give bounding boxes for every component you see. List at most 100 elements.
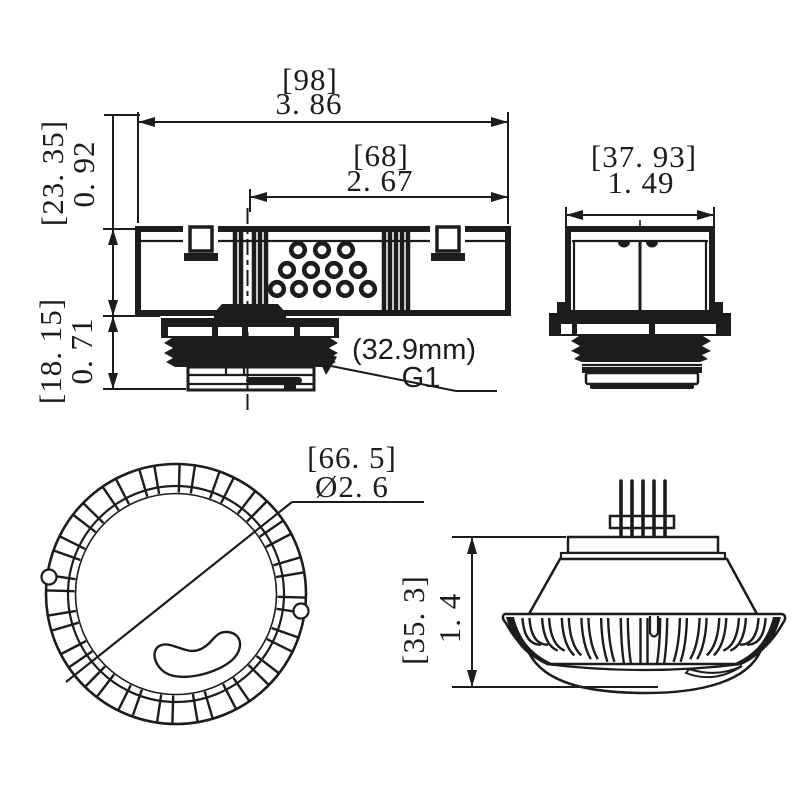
dim-diameter-in-label: Ø2. 6	[315, 469, 389, 504]
side-pin-dot	[646, 242, 658, 248]
diameter-line	[65, 501, 293, 683]
skirt-ribs	[521, 617, 767, 664]
bottom-view: [66. 5] Ø2. 6	[40, 440, 424, 726]
dim-front-width-mm-label: [98]	[282, 62, 338, 97]
clip-tab	[435, 225, 461, 253]
fin-line	[155, 694, 163, 723]
housing-body	[526, 557, 760, 616]
fin-line	[96, 673, 116, 698]
side-collar	[584, 371, 700, 386]
bottom-outer-ring	[44, 462, 308, 726]
rib-line	[672, 617, 682, 663]
fin-line	[273, 556, 301, 567]
collar-latch-step	[284, 378, 296, 389]
fin-line	[153, 466, 161, 495]
fin-line	[138, 469, 149, 497]
fin-line	[189, 465, 197, 494]
fin-line	[265, 532, 292, 549]
fin-line	[82, 502, 105, 524]
fin-line	[60, 639, 87, 656]
front-view: [98] 3. 86 [68] 2. 67 [23. 35] 0. 92 [18…	[33, 62, 511, 410]
dim-side-width-in-label: 1. 49	[608, 165, 675, 200]
flange-slot	[218, 327, 242, 336]
fin-line	[84, 665, 106, 688]
skirt-bottom-edge	[545, 662, 743, 672]
fin-line	[220, 477, 235, 504]
fin-line	[101, 486, 120, 511]
front-thread	[164, 338, 338, 367]
rib-line	[560, 617, 576, 657]
fin-line	[275, 571, 304, 579]
dim-arrow-left-icon	[138, 117, 155, 127]
rib-line	[580, 617, 592, 660]
fin-line	[203, 691, 214, 719]
bottom-inner-ring-2	[74, 492, 278, 696]
fin-line	[271, 626, 299, 639]
thread-type-note-label: G1	[402, 362, 441, 394]
skirt-center-slot	[648, 616, 660, 638]
clip-bar	[184, 253, 218, 261]
mounting-hole	[301, 260, 321, 280]
fin-line	[277, 595, 306, 599]
side-view: [37. 93] 1. 49	[549, 139, 731, 389]
front-ribs-right	[381, 232, 411, 313]
dim-arrow-left-icon	[250, 192, 267, 202]
fin-line	[232, 677, 251, 702]
fin-line	[51, 621, 79, 632]
rib-line	[705, 617, 721, 657]
dim-body-height-mm-label: [23. 35]	[35, 120, 70, 226]
fin-line	[246, 500, 268, 523]
dim-arrow-right-icon	[697, 210, 714, 220]
rib-line	[540, 617, 559, 652]
side-thread	[571, 336, 711, 362]
mounting-hole	[267, 279, 287, 299]
rib-line	[739, 617, 760, 646]
bottom-inner-ring	[66, 484, 286, 704]
dim-height-in-label: 1. 4	[432, 593, 467, 644]
dim-front-offset-in-label: 2. 67	[347, 163, 414, 198]
fin-line	[72, 514, 97, 534]
rib-line	[619, 617, 626, 664]
fin-line	[177, 464, 181, 493]
clip-tab	[188, 225, 214, 253]
mounting-hole	[324, 260, 344, 280]
front-clip-left	[183, 225, 218, 261]
front-clip-right	[430, 225, 465, 261]
ring-notch	[292, 602, 310, 620]
rib-line	[606, 617, 616, 663]
dim-thread-height-in-label: 0. 71	[64, 318, 99, 385]
fin-line	[68, 650, 93, 669]
rib-line	[689, 617, 701, 660]
front-holes	[267, 240, 378, 299]
ring-notch	[40, 568, 58, 586]
bean-cutout	[153, 630, 242, 679]
fin-line	[114, 478, 131, 505]
mounting-hole	[312, 279, 332, 299]
dim-arrow-right-icon	[491, 117, 508, 127]
flange-slot	[300, 327, 334, 336]
dim-body-height-in-label: 0. 92	[66, 141, 101, 208]
skirt-edge-right	[733, 617, 781, 664]
rib-line	[729, 617, 748, 652]
thread-size-note-label: (32.9mm)	[352, 334, 476, 366]
fin-line	[208, 471, 221, 499]
fin-line	[236, 490, 256, 515]
mounting-hole	[358, 279, 378, 299]
rib-line	[626, 617, 633, 664]
rib-line	[696, 617, 708, 660]
front-ribs-left	[232, 232, 269, 313]
dim-arrow-up-icon	[467, 537, 477, 554]
rib-line	[528, 617, 549, 646]
dim-diameter-mm-label: [66. 5]	[307, 440, 397, 475]
perspective-view: [35. 3] 1. 4	[396, 479, 787, 695]
dim-arrow-down-icon	[108, 300, 118, 316]
flange-slot	[248, 327, 294, 336]
rib-line	[567, 617, 583, 657]
fin-line	[131, 689, 144, 717]
fin-line	[48, 609, 77, 617]
clip-bar	[431, 253, 465, 261]
rib-line	[722, 617, 741, 652]
fin-line	[247, 664, 270, 686]
